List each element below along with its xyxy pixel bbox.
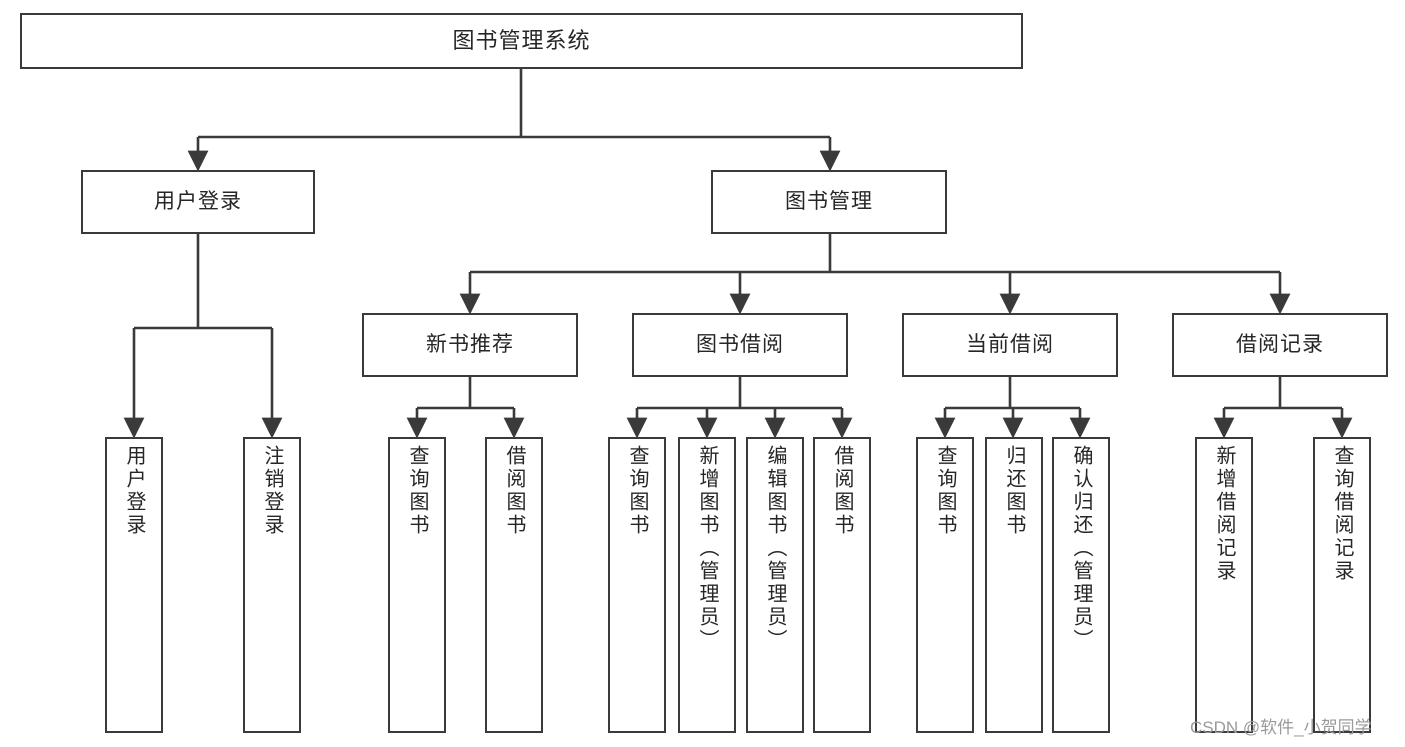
node-label: 借阅图书 [503, 445, 525, 537]
node-current-borrow[interactable]: 当前借阅 [902, 313, 1118, 377]
leaf-add-book[interactable]: 新增图书（管理员） [678, 437, 736, 733]
leaf-user-login[interactable]: 用户登录 [105, 437, 163, 733]
csdn-watermark: CSDN @软件_小贺同学 [1190, 718, 1372, 737]
node-new-book-recommend[interactable]: 新书推荐 [362, 313, 578, 377]
leaf-return-book[interactable]: 归还图书 [985, 437, 1043, 733]
node-label: 查询图书 [934, 445, 956, 537]
node-label: 编辑图书（管理员） [764, 445, 786, 652]
node-label: 用户登录 [123, 445, 145, 537]
node-label: 借阅记录 [1236, 332, 1324, 356]
leaf-user-logout[interactable]: 注销登录 [243, 437, 301, 733]
leaf-query-book-2[interactable]: 查询图书 [608, 437, 666, 733]
leaf-query-book-3[interactable]: 查询图书 [916, 437, 974, 733]
node-label: 查询借阅记录 [1331, 445, 1353, 583]
node-label: 借阅图书 [831, 445, 853, 537]
node-borrow-record[interactable]: 借阅记录 [1172, 313, 1388, 377]
node-label: 新书推荐 [426, 332, 514, 356]
node-label: 新增图书（管理员） [696, 445, 718, 652]
leaf-query-book-1[interactable]: 查询图书 [388, 437, 446, 733]
node-label: 查询图书 [626, 445, 648, 537]
node-label: 当前借阅 [966, 332, 1054, 356]
node-book-borrow[interactable]: 图书借阅 [632, 313, 848, 377]
node-label: 图书管理系统 [452, 28, 591, 54]
leaf-borrow-book-2[interactable]: 借阅图书 [813, 437, 871, 733]
node-user-login[interactable]: 用户登录 [81, 170, 315, 234]
node-label: 归还图书 [1003, 445, 1025, 537]
leaf-borrow-book-1[interactable]: 借阅图书 [485, 437, 543, 733]
leaf-add-record[interactable]: 新增借阅记录 [1195, 437, 1253, 733]
node-book-manage[interactable]: 图书管理 [711, 170, 947, 234]
node-label: 新增借阅记录 [1213, 445, 1235, 583]
node-label: 图书借阅 [696, 332, 784, 356]
node-label: 图书管理 [785, 189, 873, 213]
leaf-query-record[interactable]: 查询借阅记录 [1313, 437, 1371, 733]
node-label: 查询图书 [406, 445, 428, 537]
leaf-edit-book[interactable]: 编辑图书（管理员） [746, 437, 804, 733]
node-label: 注销登录 [261, 445, 283, 537]
node-root-book-management-system[interactable]: 图书管理系统 [20, 13, 1023, 69]
leaf-confirm-return[interactable]: 确认归还（管理员） [1052, 437, 1110, 733]
node-label: 确认归还（管理员） [1070, 445, 1092, 652]
node-label: 用户登录 [154, 189, 242, 213]
